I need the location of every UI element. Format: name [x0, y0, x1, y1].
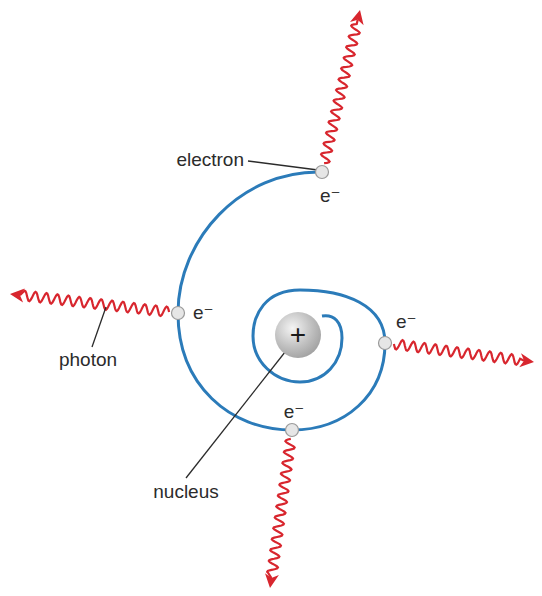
electron-symbol: e⁻	[193, 303, 214, 324]
electron-dot	[172, 307, 185, 320]
photon-waves	[10, 10, 534, 588]
electron-dot	[379, 337, 392, 350]
leader-line	[92, 307, 106, 347]
electron-dot	[286, 424, 299, 437]
photon-wave	[20, 291, 169, 316]
part-label: nucleus	[153, 482, 219, 503]
electron-dots	[172, 166, 392, 437]
part-label: electron	[176, 150, 244, 171]
photon-arrowhead	[10, 289, 25, 303]
nucleus-circle: +	[275, 312, 321, 358]
electron-spiral	[178, 172, 385, 430]
photon-arrowhead	[519, 353, 534, 367]
photon-wave	[267, 439, 294, 578]
photon-arrowhead	[350, 10, 364, 25]
electron-dot	[316, 166, 329, 179]
electron-symbol: e⁻	[320, 186, 341, 207]
photon-wave	[321, 20, 360, 164]
leader-line	[186, 347, 289, 478]
photon-arrowhead	[265, 573, 279, 588]
photon-wave	[394, 340, 524, 365]
electron-symbol: e⁻	[396, 312, 417, 333]
part-label: photon	[59, 350, 117, 371]
electron-symbol: e⁻	[284, 402, 305, 423]
leader-line	[248, 161, 318, 170]
charge-sign: +	[290, 321, 306, 349]
